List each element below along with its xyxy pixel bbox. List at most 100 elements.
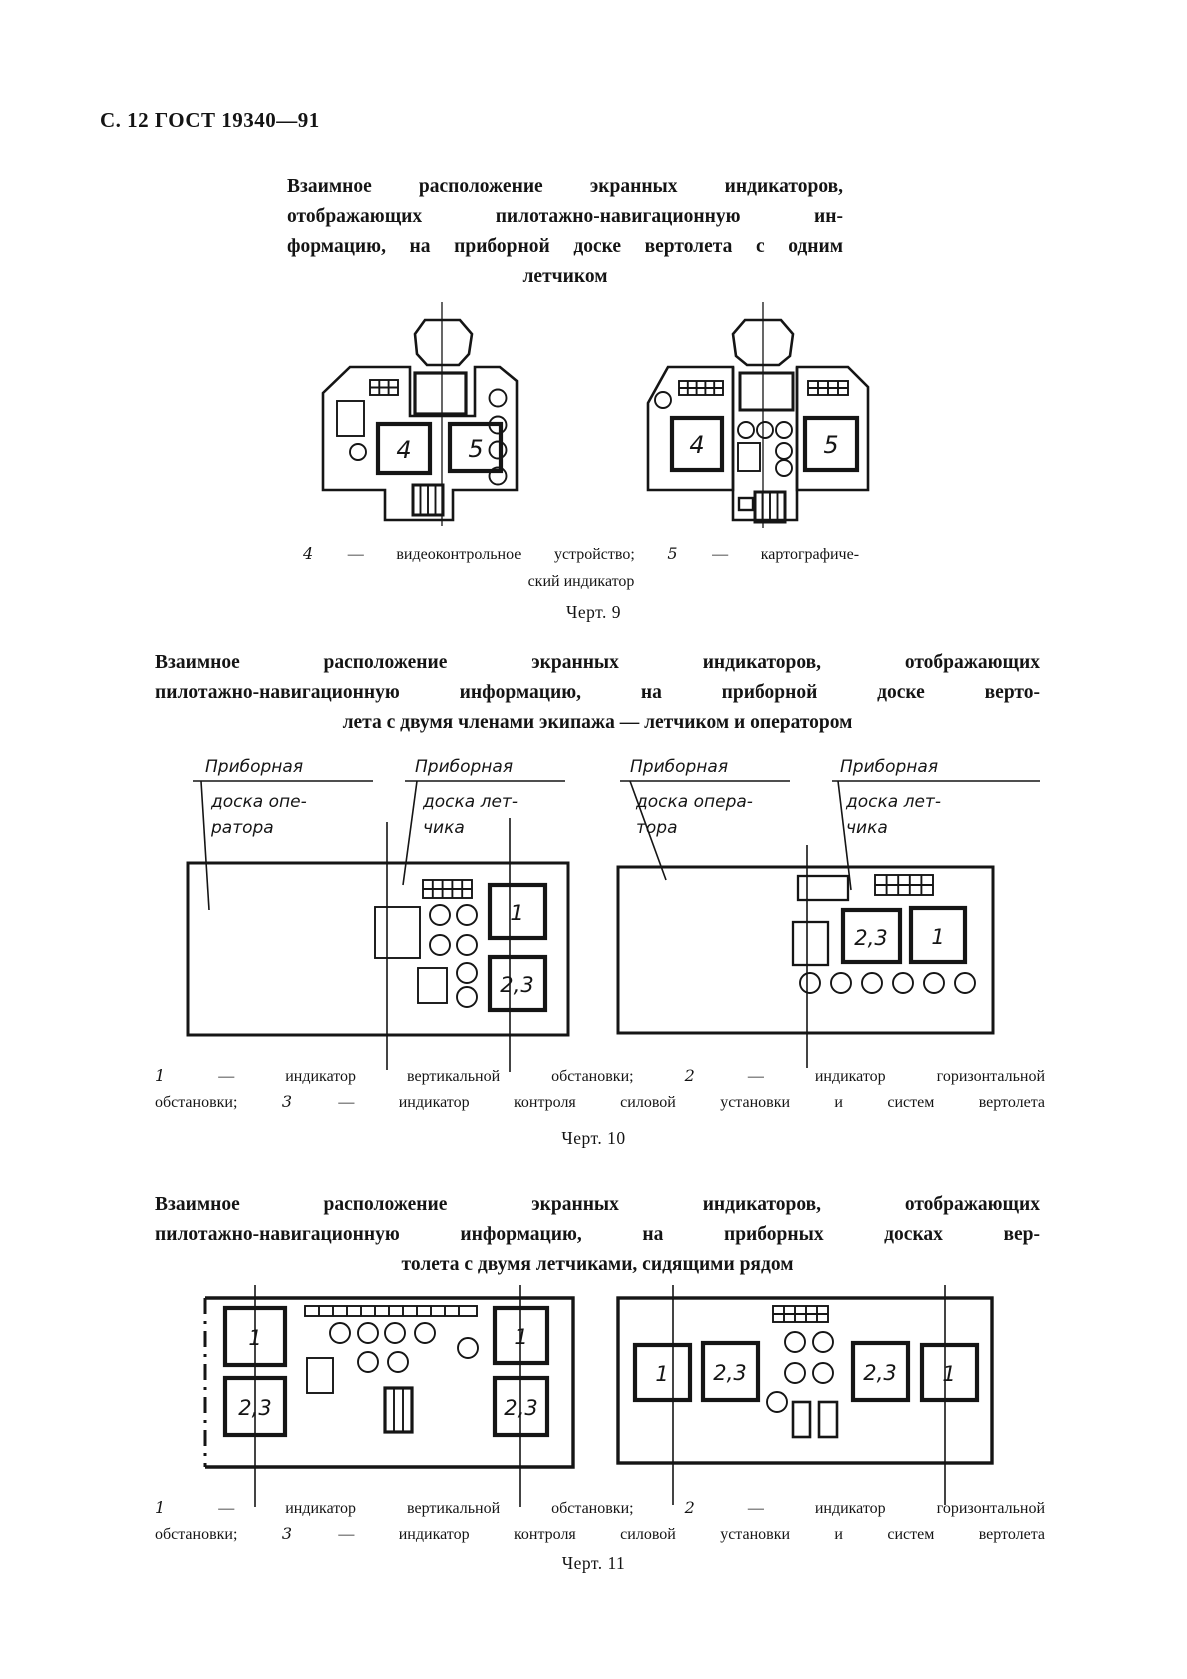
title-line: пилотажно-навигационную информацию, на п… [155,682,1040,703]
left-instrument [374,906,421,959]
right-gauge-column [488,388,508,486]
panel-outline [321,365,519,522]
caption-line: 4 — видеоконтрольное устройство; 5 — кар… [303,540,859,568]
small-switch-panel [817,1400,839,1439]
video-monitor-label: 4 [689,431,704,459]
handwritten-label: ратора [210,818,274,838]
handwritten-label: доска лет- [845,792,941,812]
item-text: — индикатор контроля силовой установки и… [338,1094,1046,1111]
video-monitor-label: 4 [396,436,411,464]
leader-line [200,780,210,911]
striped-console-block [383,1386,414,1434]
indicator-label: 2,3 [713,1361,746,1385]
striped-console-block [411,483,445,517]
instrument-panel-outline [186,861,570,1037]
instrument-panel-outline [205,1296,575,1469]
caption-line: 1 — индикатор вертикальной обстановки; 2… [155,1063,1045,1089]
handwritten-label: Приборная [415,757,513,777]
figure10-title: Взаимное расположение экранных индикатор… [155,648,1040,738]
item-number: 2 [684,1498,695,1517]
handwritten-label: чика [423,818,465,838]
indicator-label: 1 [942,1362,955,1386]
gauge-row [799,972,976,994]
figure11-title: Взаимное расположение экранных индикатор… [155,1190,1040,1280]
handwritten-label: доска опе- [210,792,307,812]
item-number: 1 [155,1066,166,1085]
item-number: 1 [155,1498,166,1517]
gauge-cluster [329,1322,479,1373]
annunciator-grid [874,874,934,896]
center-instrument [737,442,761,472]
gauge-cluster [766,1331,834,1413]
page-header: С. 12 ГОСТ 19340—91 [100,108,320,132]
item-text: — индикатор контроля силовой установки и… [338,1526,1046,1543]
instrument-panel-outline [616,1296,994,1465]
leader-line [837,780,852,891]
combined-indicator [222,1375,288,1438]
caption-line: 1 — индикатор вертикальной обстановки; 2… [155,1495,1045,1521]
map-indicator-label: 5 [823,431,838,459]
center-display [738,371,795,412]
indicator-label: 2,3 [863,1361,896,1385]
combined-indicator [840,907,903,965]
leader-line [402,780,418,886]
video-monitor-4 [375,421,433,476]
striped-console-block [753,490,787,524]
indicator-label: 1 [514,1325,527,1349]
handwritten-label: доска лет- [422,792,518,812]
title-line: Взаимное расположение экранных индикатор… [155,652,1040,673]
map-indicator-5 [802,415,860,473]
combined-indicator [487,954,548,1013]
item-text: — индикатор вертикальной обстановки; [218,1068,634,1085]
small-instrument [306,1357,334,1394]
item-number: 3 [281,1524,292,1543]
item-text: обстановки; [155,1094,238,1111]
figure9-caption: 4 — видеоконтрольное устройство; 5 — кар… [303,540,859,595]
center-gauges [737,421,793,477]
item-text: — индикатор горизонтальной [747,1068,1046,1085]
indicator-label: 1 [655,1362,668,1386]
caption-line: ский индикатор [527,573,635,590]
gauge-cluster [429,904,478,1008]
small-switch-block [737,496,755,512]
vertical-situation-indicator [487,882,548,941]
instrument-panel-outline [616,865,995,1035]
figure9-label: Черт. 9 [566,602,621,622]
item-text: — картографиче- [712,546,860,563]
title-line: толета с двумя летчиками, сидящими рядом [401,1254,794,1275]
title-line: отображающих пилотажно-навигационную ин- [287,206,843,227]
item-number: 3 [281,1092,292,1111]
vertical-situation-indicator [632,1342,693,1403]
annunciator-grid [772,1305,829,1323]
title-line: Взаимное расположение экранных индикатор… [287,176,843,197]
wide-instrument [796,874,850,902]
title-line: формацию, на приборной доске вертолета с… [287,236,843,257]
leader-line [629,780,667,881]
video-monitor-4 [669,415,725,473]
figure11-label: Черт. 11 [561,1553,626,1573]
vertical-situation-indicator [222,1305,288,1368]
item-number: 4 [303,544,314,563]
item-text: — индикатор вертикальной обстановки; [218,1500,634,1517]
annunciator-strip [304,1305,478,1317]
figure10-left-diagram: Приборная доска опе- ратора Приборная до… [186,757,570,1072]
figure11-left-diagram: 1 2,3 1 2,3 [203,1285,575,1507]
indicator-label: 2,3 [238,1396,271,1420]
indicator-label: 1 [248,1326,261,1350]
figure11-caption: 1 — индикатор вертикальной обстановки; 2… [155,1495,1045,1547]
vertical-situation-indicator [908,905,968,965]
small-grid-indicator [369,379,399,396]
combined-indicator [700,1340,761,1403]
item-text: обстановки; [155,1526,238,1543]
title-line: летчиком [522,266,608,287]
left-annunciator-strip [678,380,724,396]
figure10-right-diagram: Приборная доска опера- тора Приборная до… [616,757,1040,1068]
figure9-left-panel-diagram: 4 5 [321,302,519,526]
handwritten-label: тора [636,818,678,838]
vertical-situation-indicator [492,1305,550,1366]
center-display [413,371,468,416]
caption-line: обстановки; 3 — индикатор контроля силов… [155,1089,1045,1115]
annunciator-grid [422,879,473,899]
item-number: 2 [684,1066,695,1085]
round-gauge [654,391,672,409]
